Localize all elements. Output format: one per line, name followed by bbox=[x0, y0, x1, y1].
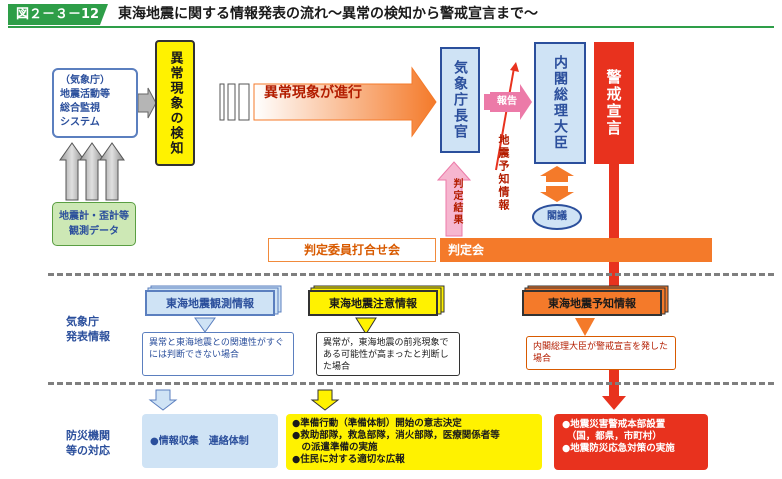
warning-declaration-label: 警戒宣言 bbox=[604, 69, 623, 137]
forecast-info-arrow bbox=[495, 67, 515, 171]
row-label-line: 防災機関 bbox=[66, 429, 110, 442]
observation-data-line: 地震計・歪計等 bbox=[59, 211, 129, 222]
judgment-result-label: 判定結果 bbox=[451, 178, 462, 226]
jma-director-box: 気象庁長官 bbox=[440, 47, 480, 153]
system-to-detection-arrow bbox=[137, 87, 157, 119]
observation-data-line: 観測データ bbox=[69, 226, 119, 237]
jma-system-line: システム bbox=[60, 117, 100, 128]
response-line: （国，都県，市町村） bbox=[562, 431, 662, 442]
caution-info-title: 東海地震注意情報 bbox=[308, 290, 438, 316]
row-label-line: 等の対応 bbox=[66, 444, 110, 457]
jma-system-line: 地震活動等 bbox=[60, 89, 110, 100]
cabinet-down-arrow bbox=[540, 186, 574, 202]
jma-system-line: 総合監視 bbox=[60, 103, 100, 114]
observation-up-arrows bbox=[59, 142, 125, 201]
observation-data-box: 地震計・歪計等 観測データ bbox=[52, 202, 136, 246]
section-divider bbox=[48, 273, 774, 276]
anomaly-detection-label: 異常現象の検知 bbox=[167, 50, 183, 156]
prime-minister-label: 内閣総理大臣 bbox=[552, 55, 568, 151]
response-row-label: 防災機関 等の対応 bbox=[66, 428, 110, 458]
title-rule bbox=[8, 26, 774, 28]
eq-forecast-info-label: 地震予知情報 bbox=[497, 134, 510, 212]
response-info-collection: ●情報収集 連絡体制 bbox=[142, 414, 278, 468]
judgment-result-arrow bbox=[436, 161, 472, 237]
row-label-line: 発表情報 bbox=[66, 330, 110, 343]
cabinet-meeting: 閣議 bbox=[532, 204, 582, 230]
jma-monitoring-system: （気象庁） 地震活動等 総合監視 システム bbox=[52, 68, 138, 138]
response-preparation: ●準備行動（準備体制）開始の意志決定 ●救助部隊，救急部隊，消火部隊，医療関係者… bbox=[286, 414, 542, 470]
caution-info-body: 異常が，東海地震の前兆現象である可能性が高まったと判断した場合 bbox=[316, 332, 460, 376]
response-emergency-hq: ●地震災害警戒本部設置 （国，都県，市町村） ●地震防災応急対策の実施 bbox=[554, 414, 708, 470]
jma-director-label: 気象庁長官 bbox=[452, 60, 468, 140]
jma-info-row-label: 気象庁 発表情報 bbox=[66, 314, 110, 344]
warning-vertical-bar bbox=[609, 164, 619, 238]
obs-info-body: 異常と東海地震との関連性がすぐには判断できない場合 bbox=[142, 332, 294, 376]
anomaly-detection-box: 異常現象の検知 bbox=[155, 40, 195, 166]
row-label-line: 気象庁 bbox=[66, 315, 99, 328]
figure-number: 図２－３－12 bbox=[8, 4, 108, 25]
forecast-info-title: 東海地震予知情報 bbox=[522, 290, 662, 316]
obs-down-arrow bbox=[148, 389, 178, 411]
jma-system-line: （気象庁） bbox=[60, 75, 110, 86]
anomaly-progress-label: 異常現象が進行 bbox=[264, 85, 362, 101]
caution-down-arrow bbox=[310, 389, 340, 411]
figure-title: 東海地震に関する情報発表の流れ～異常の検知から警戒宣言まで～ bbox=[118, 6, 538, 22]
response-line: ●地震防災応急対策の実施 bbox=[562, 443, 675, 454]
forecast-info-body: 内閣総理大臣が警戒宣言を発した場合 bbox=[526, 336, 676, 370]
progress-marker bbox=[219, 83, 225, 121]
response-line: ●救助部隊，救急部隊，消火部隊，医療関係者等 bbox=[292, 430, 500, 441]
judgment-meeting-box: 判定会 bbox=[440, 238, 712, 262]
response-line: ●地震災害警戒本部設置 bbox=[562, 419, 666, 430]
progress-marker bbox=[238, 83, 250, 121]
response-line: ●住民に対する適切な広報 bbox=[292, 454, 405, 465]
prime-minister-box: 内閣総理大臣 bbox=[534, 42, 586, 164]
committee-meeting-box: 判定委員打合せ会 bbox=[268, 238, 436, 262]
warning-declaration-box: 警戒宣言 bbox=[594, 42, 634, 164]
obs-info-title: 東海地震観測情報 bbox=[145, 290, 275, 316]
response-line: の派遣準備の実施 bbox=[292, 442, 378, 453]
section-divider bbox=[48, 382, 774, 385]
response-line: ●準備行動（準備体制）開始の意志決定 bbox=[292, 418, 462, 429]
cabinet-up-arrow bbox=[540, 166, 574, 182]
progress-marker bbox=[227, 83, 236, 121]
anomaly-progress-arrow bbox=[253, 66, 437, 138]
report-label: 報告 bbox=[490, 92, 524, 112]
